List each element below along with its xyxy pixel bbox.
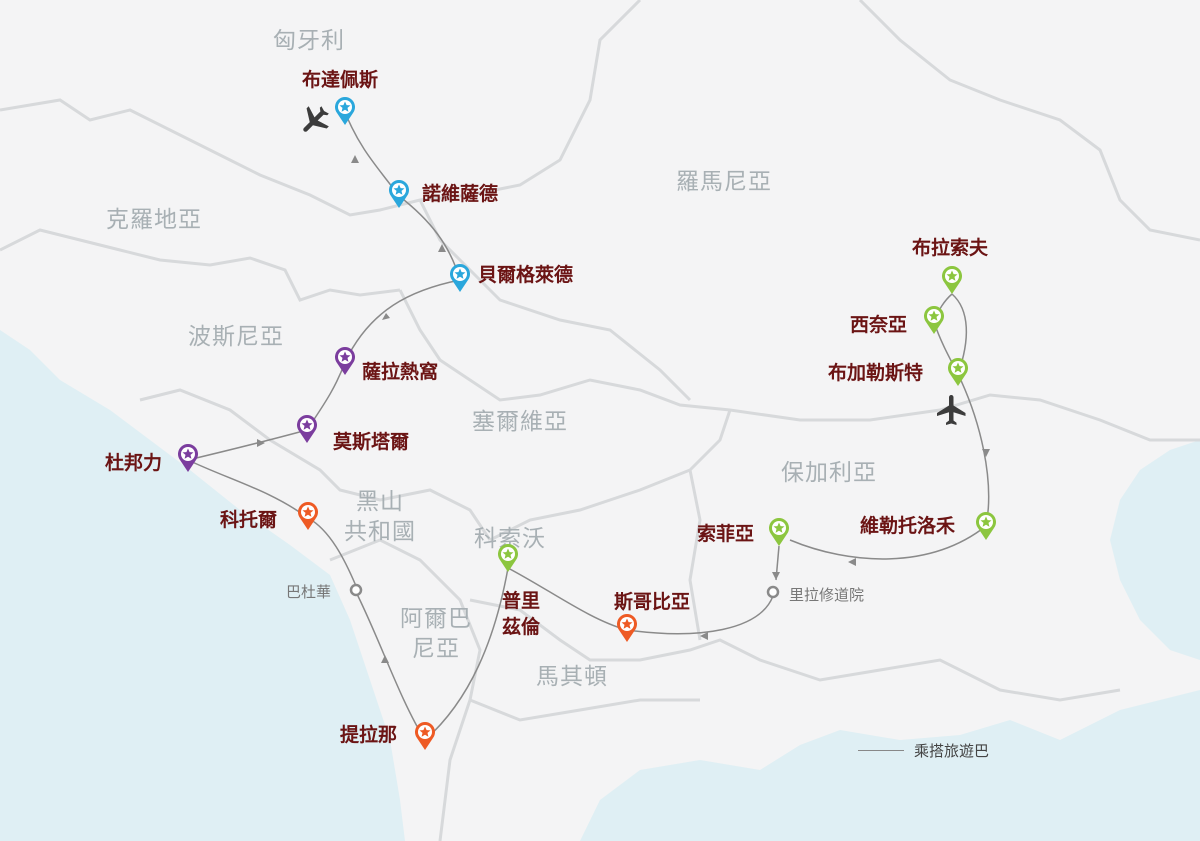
airplane-icon <box>303 106 329 132</box>
city-label-sarajevo: 薩拉熱窩 <box>362 361 439 383</box>
map-pin-star-icon[interactable] <box>449 264 471 292</box>
stop-circle-icon <box>766 585 780 599</box>
map-pin-star-icon[interactable] <box>334 347 356 375</box>
city-label-bucharest: 布加勒斯特 <box>828 362 924 384</box>
city-label-veliko-tarnovo: 維勒托洛禾 <box>860 515 956 537</box>
country-label-macedonia: 馬其頓 <box>536 664 608 690</box>
city-label-belgrade: 貝爾格萊德 <box>478 264 574 286</box>
map-pin-star-icon[interactable] <box>414 722 436 750</box>
stop-label-rila-monastery: 里拉修道院 <box>789 586 865 604</box>
city-label-tirana: 提拉那 <box>340 724 398 746</box>
map-legend: 乘搭旅遊巴 <box>858 740 989 761</box>
airplane-icon <box>937 395 966 425</box>
country-label-hungary: 匈牙利 <box>273 28 345 54</box>
aegean-sea <box>580 690 1200 841</box>
legend-line-swatch <box>858 750 904 751</box>
map-pin-star-icon[interactable] <box>616 614 638 642</box>
map-pin-star-icon[interactable] <box>975 512 997 540</box>
country-label-croatia: 克羅地亞 <box>106 207 202 233</box>
map-pin-star-icon[interactable] <box>296 415 318 443</box>
map-pin-star-icon[interactable] <box>177 444 199 472</box>
country-label-bosnia: 波斯尼亞 <box>188 324 284 350</box>
country-label-romania: 羅馬尼亞 <box>676 169 772 195</box>
stop-circle-icon <box>349 583 363 597</box>
city-label-skopje: 斯哥比亞 <box>614 591 691 613</box>
country-label-serbia: 塞爾維亞 <box>472 409 568 435</box>
map-pin-star-icon[interactable] <box>947 358 969 386</box>
country-label-albania: 阿爾巴 尼亞 <box>400 606 472 662</box>
map-pin-star-icon[interactable] <box>941 266 963 294</box>
country-label-bulgaria: 保加利亞 <box>781 460 877 486</box>
black-sea <box>1110 440 1200 660</box>
city-label-dubrovnik: 杜邦力 <box>105 452 163 474</box>
map-pin-star-icon[interactable] <box>768 518 790 546</box>
city-label-mostar: 莫斯塔爾 <box>333 431 410 453</box>
map-pin-star-icon[interactable] <box>334 97 356 125</box>
city-label-sofia: 索菲亞 <box>697 523 755 545</box>
city-label-sinaia: 西奈亞 <box>850 314 908 336</box>
city-label-novi-sad: 諾維薩德 <box>422 183 499 205</box>
map-pin-star-icon[interactable] <box>388 180 410 208</box>
map-pin-star-icon[interactable] <box>497 544 519 572</box>
route-arrows <box>257 155 990 663</box>
map-pin-star-icon[interactable] <box>297 502 319 530</box>
country-label-montenegro: 黑山 共和國 <box>344 489 416 545</box>
city-label-prizren: 普里 茲倫 <box>502 590 541 638</box>
stop-label-budva: 巴杜華 <box>286 583 332 601</box>
adriatic-sea <box>0 330 405 841</box>
city-label-brasov: 布拉索夫 <box>912 237 989 259</box>
map-pin-star-icon[interactable] <box>923 306 945 334</box>
city-label-budapest: 布達佩斯 <box>302 69 379 91</box>
legend-label: 乘搭旅遊巴 <box>914 742 990 760</box>
city-label-kotor: 科托爾 <box>220 509 278 531</box>
